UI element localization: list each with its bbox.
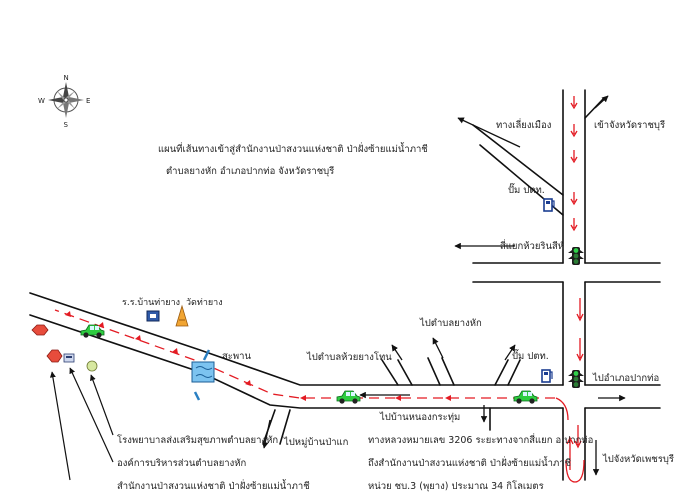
temple-icon xyxy=(175,304,189,327)
leader-lines xyxy=(49,367,114,481)
label-to-pak-tho: ไปอำเภอปากท่อ xyxy=(592,372,659,384)
route-arrowheads xyxy=(65,311,451,401)
label-ptt-bottom: ปั๊ม ปตท. xyxy=(512,348,549,362)
fuel-pump-icon xyxy=(541,369,553,383)
hospital-icon xyxy=(31,324,49,336)
compass-w: W xyxy=(38,97,45,105)
label-huai-rin-si: สี่แยกห้วยรินสีห์ xyxy=(500,239,564,252)
label-ptt-top: ปั๊ม ปตท. xyxy=(508,182,545,196)
forest-office-icon xyxy=(46,349,63,363)
label-to-yang-hak: ไปตำบลยางหัก xyxy=(419,317,482,329)
compass-e: E xyxy=(86,97,90,105)
tao-icon xyxy=(86,360,98,372)
car-icon xyxy=(336,390,361,405)
office-icon xyxy=(63,353,75,363)
compass-s: S xyxy=(64,121,69,129)
route-note-line1: ทางหลวงหมายเลข 3206 ระยะทางจากสี่แยก อ.ป… xyxy=(368,433,593,446)
fuel-pump-icon xyxy=(543,198,555,212)
school-icon xyxy=(146,310,160,322)
route-note-line2: ถึงสำนักงานป่าสงวนแห่งชาติ ป่าฝั่งซ้ายแม… xyxy=(368,456,572,469)
compass-rose-icon: N S E W xyxy=(38,74,90,129)
car-icon xyxy=(513,390,538,405)
label-to-phetchaburi: ไปจังหวัดเพชรบุรี xyxy=(602,453,674,465)
label-to-ratchaburi: เข้าจังหวัดราชบุรี xyxy=(594,119,665,131)
route-arrows xyxy=(555,96,585,483)
route-note-line3: หน่วย ชบ.3 (พุยาง) ประมาณ 34 กิโลเมตร xyxy=(368,480,544,492)
map-title: แผนที่เส้นทางเข้าสู่สำนักงานป่าสงวนแห่งช… xyxy=(158,142,428,155)
legend-hospital: โรงพยาบาลส่งเสริมสุขภาพตำบลยางหัก xyxy=(117,434,278,446)
route-line xyxy=(54,309,555,399)
label-temple: วัดท่ายาง xyxy=(186,298,223,308)
label-to-huai-yang-thon: ไปตำบลห้วยยางโทน xyxy=(306,351,392,363)
legend-tao: องค์การบริหารส่วนตำบลยางหัก xyxy=(117,457,247,469)
label-bridge: สะพาน xyxy=(222,351,251,362)
label-school: ร.ร.บ้านท่ายาง xyxy=(122,297,180,308)
direction-arrows xyxy=(262,95,626,476)
label-to-nong-krathum: ไปบ้านหนองกระทุ่ม xyxy=(379,411,460,423)
traffic-light-icon xyxy=(568,247,584,265)
legend-office: สำนักงานป่าสงวนแห่งชาติ ป่าฝั่งซ้ายแม่น้… xyxy=(117,479,310,492)
label-to-muang: ทางเลี่ยงเมือง xyxy=(496,118,551,131)
compass-n: N xyxy=(64,74,69,82)
bridge-icon xyxy=(191,349,215,401)
map-subtitle: ตำบลยางหัก อำเภอปากท่อ จังหวัดราชบุรี xyxy=(166,165,334,177)
traffic-light-icon xyxy=(568,370,584,388)
label-to-pa-kae: ไปหมู่บ้านป่าแก xyxy=(283,436,349,448)
road-network xyxy=(29,89,661,481)
